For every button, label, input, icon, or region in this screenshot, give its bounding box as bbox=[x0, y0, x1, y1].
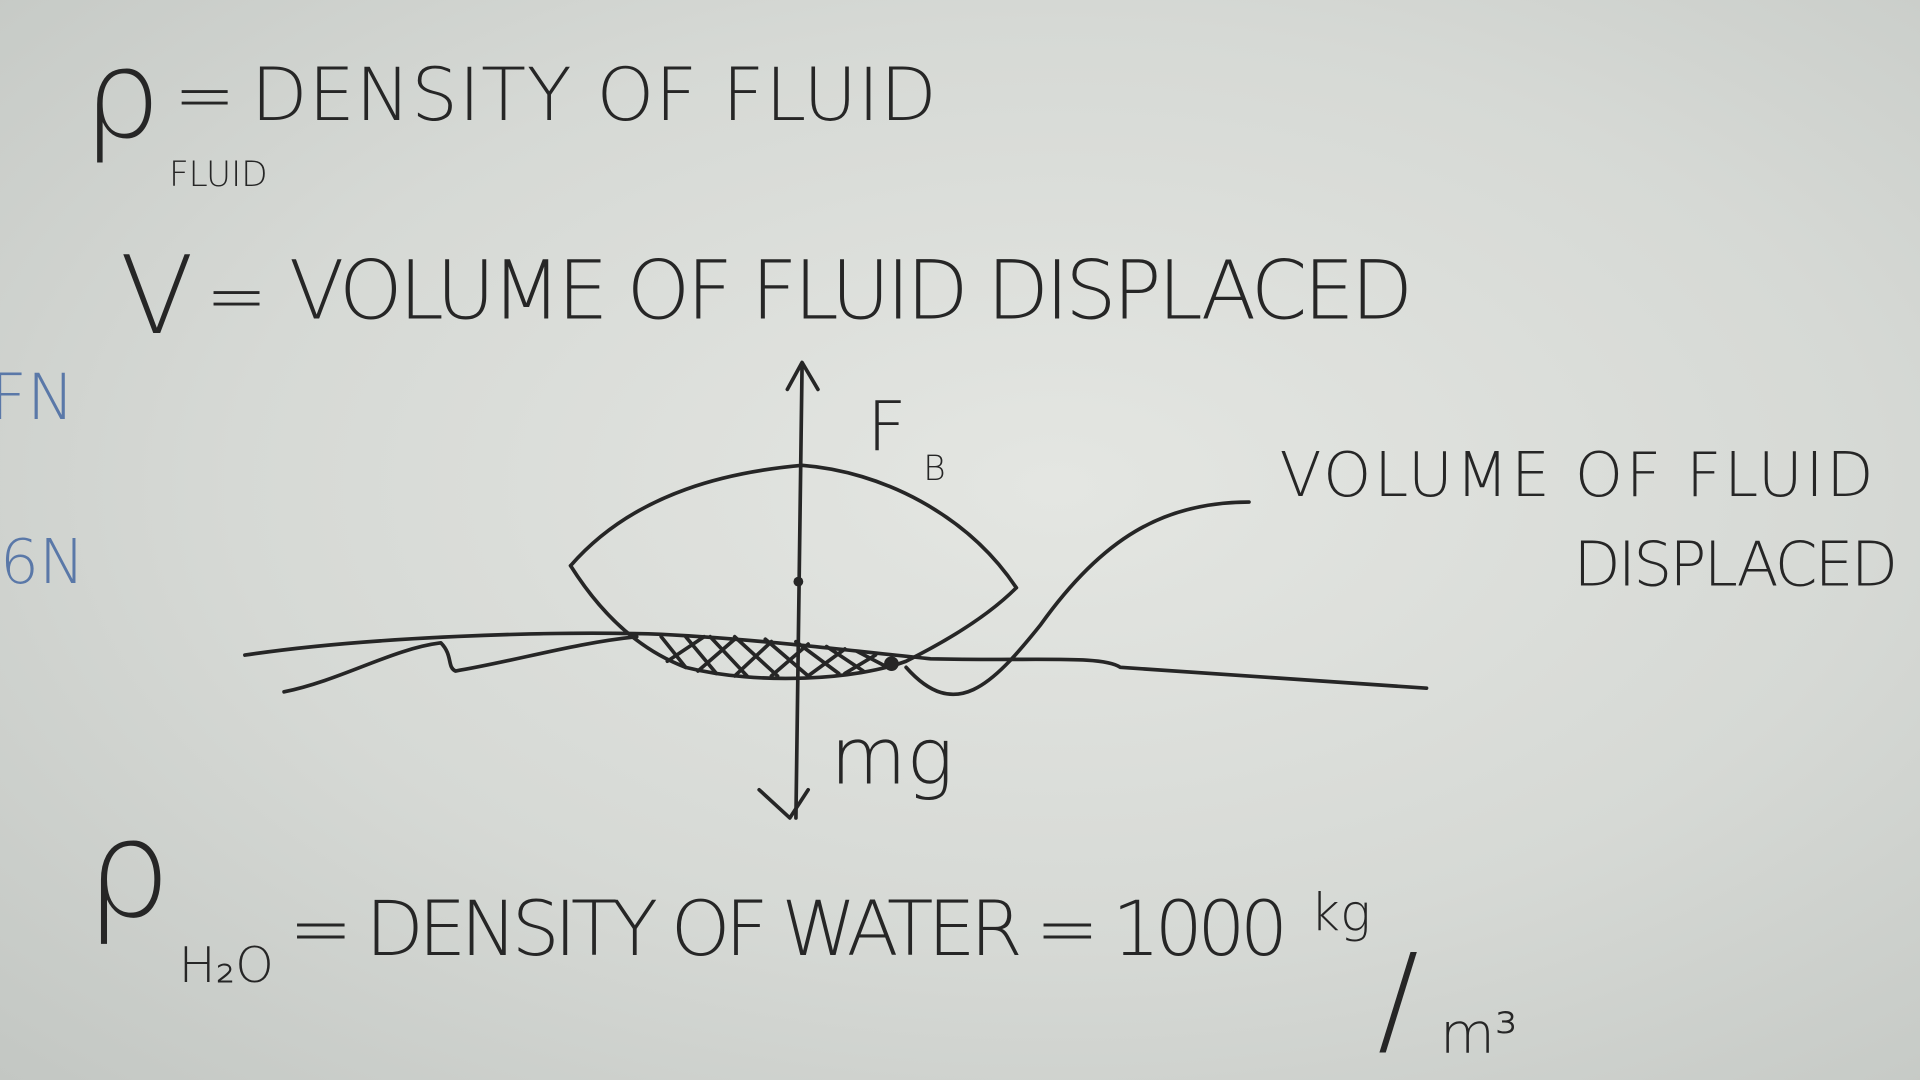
equals-sign-2: = bbox=[206, 254, 268, 339]
buoyant-force-arrow bbox=[785, 360, 820, 820]
water-wave bbox=[282, 634, 639, 694]
fluid-subscript: FLUID bbox=[169, 155, 268, 195]
buoyant-force-subscript: B bbox=[923, 449, 945, 489]
rho-water-symbol: ρ bbox=[86, 791, 172, 948]
unit-slash: / bbox=[1378, 927, 1419, 1070]
volume-of-fluid-displaced-text: VOLUME OF FLUID DISPLACED bbox=[289, 244, 1413, 338]
rho-symbol: ρ bbox=[83, 23, 161, 166]
unit-kg: kg bbox=[1310, 884, 1371, 944]
displaced-volume-hatching bbox=[659, 634, 890, 678]
callout-line-2: DISPLACED bbox=[1573, 529, 1897, 600]
unit-m3: m³ bbox=[1440, 1002, 1517, 1067]
object-top-outline bbox=[568, 463, 1019, 590]
density-of-fluid-text: DENSITY OF FLUID bbox=[251, 53, 937, 138]
weight-arrow-head bbox=[757, 787, 810, 820]
margin-note-fn: FN bbox=[0, 361, 74, 435]
buoyancy-diagram: F B mg VOLUME OF FLUID DISPLACED bbox=[243, 360, 1898, 820]
volume-symbol: V bbox=[120, 234, 194, 359]
displacement-point bbox=[884, 656, 899, 672]
weight-label: mg bbox=[830, 712, 953, 803]
center-of-mass-dot bbox=[793, 576, 804, 587]
density-of-water-text: = DENSITY OF WATER = 1000 bbox=[289, 885, 1288, 973]
water-surface-line bbox=[243, 631, 1429, 690]
callout-line-1: VOLUME OF FLUID bbox=[1280, 440, 1874, 511]
callout-leader-line bbox=[904, 500, 1251, 697]
margin-note-6n: 6N bbox=[0, 527, 85, 598]
buoyant-force-label: F bbox=[867, 388, 906, 468]
equals-sign: = bbox=[174, 53, 236, 138]
h2o-subscript: H₂O bbox=[179, 937, 274, 994]
